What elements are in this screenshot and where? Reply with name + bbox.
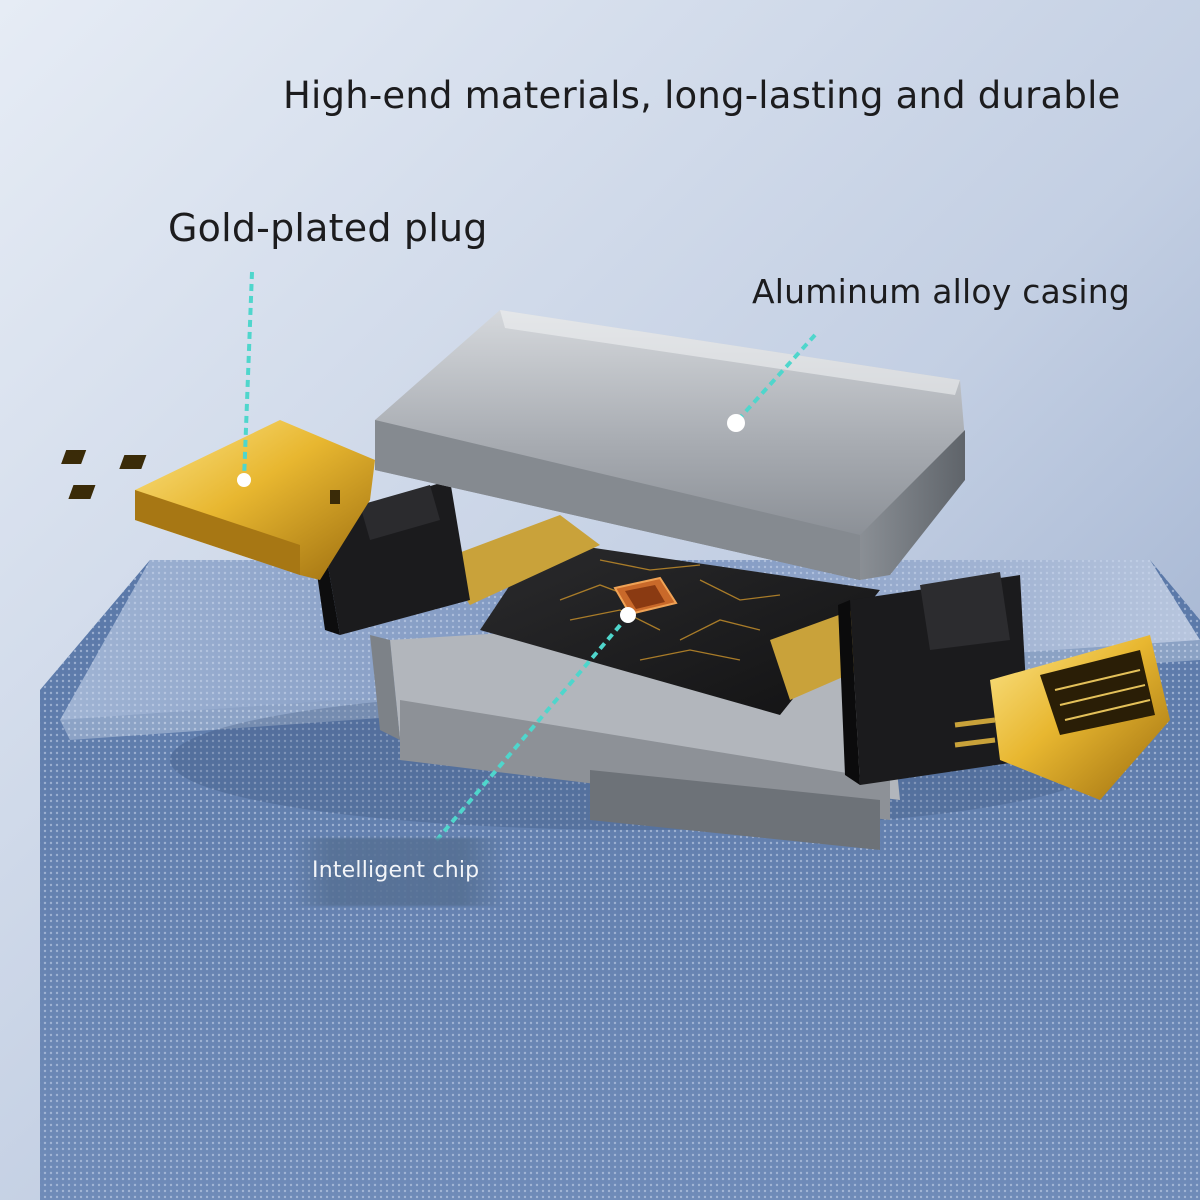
gold-plated-plug bbox=[61, 420, 375, 580]
chip-callout-line bbox=[433, 614, 630, 844]
right-connector-housing bbox=[838, 572, 1030, 785]
chip-label-background bbox=[292, 838, 506, 906]
headline-text: High-end materials, long-lasting and dur… bbox=[283, 74, 1121, 117]
plug-callout-dot bbox=[237, 473, 251, 487]
chip-callout-label: Intelligent chip bbox=[312, 858, 480, 883]
chip-callout-dot bbox=[620, 607, 636, 623]
plug-callout-line bbox=[242, 271, 254, 481]
plug-callout-label: Gold-plated plug bbox=[168, 206, 488, 250]
pcb-board bbox=[440, 515, 905, 715]
gold-socket bbox=[954, 635, 1170, 800]
casing-callout-dot bbox=[727, 414, 745, 432]
casing-callout-label: Aluminum alloy casing bbox=[752, 272, 1130, 311]
top-aluminum-casing bbox=[375, 310, 965, 580]
callout-lines bbox=[237, 271, 817, 844]
